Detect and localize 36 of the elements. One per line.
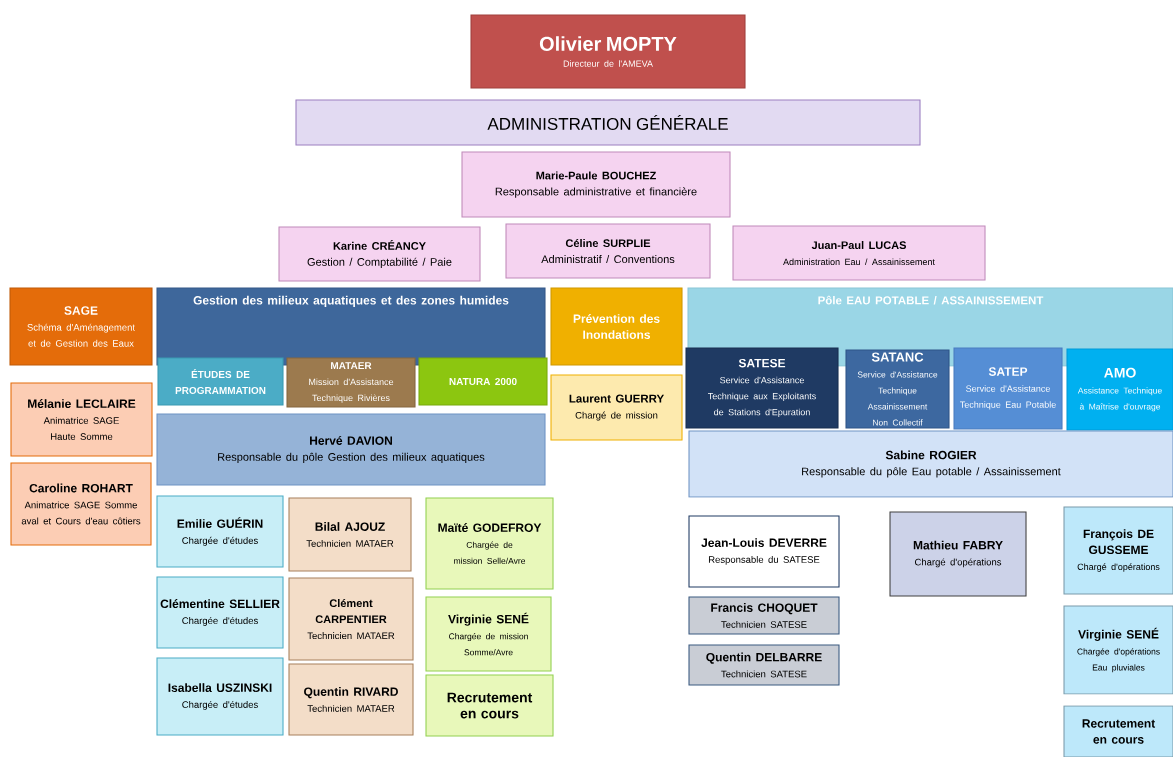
org-box: NATURA 2000 <box>418 357 548 406</box>
org-box: Caroline ROHART Animatrice SAGE Somme aval et Cours d'eau côtiers <box>10 462 152 546</box>
org-box: Clémentine SELLIER Chargée d'études <box>156 576 284 649</box>
org-box: Prévention des Inondations <box>550 287 683 366</box>
org-box: ÉTUDES DE PROGRAMMATION <box>157 357 284 406</box>
org-box: Virginie SENÉ Chargée de mission Somme/Avre <box>425 596 552 672</box>
org-box: Marie-Paule BOUCHEZ Responsable administrative et financière <box>461 151 731 218</box>
org-box: ADMINISTRATION GÉNÉRALE <box>295 99 921 146</box>
org-box: Sabine ROGIER Responsable du pôle Eau potable / Assainissement <box>688 430 1173 498</box>
org-box: Bilal AJOUZ Technicien MATAER <box>288 497 412 572</box>
org-box: Quentin RIVARD Technicien MATAER <box>288 663 414 736</box>
org-box: SAGE Schéma d'Aménagement et de Gestion des Eaux <box>9 287 153 366</box>
org-box: Laurent GUERRY Chargé de mission <box>550 374 683 441</box>
org-box: Karine CRÉANCY Gestion / Comptabilité / Paie <box>278 226 481 282</box>
org-box: Maïté GODEFROY Chargée de mission Selle/Avre <box>425 497 554 590</box>
org-box: SATESE Service d'Assistance Technique aux Exploitants de Stations d'Epuration <box>685 347 839 429</box>
org-box: Olivier MOPTY Directeur de l'AMEVA <box>470 14 746 89</box>
org-box: MATAER Mission d'Assistance Technique Rivières <box>286 357 416 408</box>
org-box: SATEP Service d'Assistance Technique Eau Potable <box>953 347 1063 430</box>
org-box: Clément CARPENTIER Technicien MATAER <box>288 577 414 661</box>
org-box: SATANC Service d'Assistance Technique Assainissement Non Collectif <box>845 349 950 429</box>
org-box: François DE GUSSEME Chargé d'opérations <box>1063 506 1173 595</box>
org-box: Mélanie LECLAIRE Animatrice SAGE Haute Somme <box>10 382 153 457</box>
org-box: Recrutement en cours <box>425 674 554 737</box>
org-box: Hervé DAVION Responsable du pôle Gestion des milieux aquatiques <box>156 413 546 486</box>
org-box: Juan-Paul LUCAS Administration Eau / Assainissement <box>732 225 986 281</box>
org-box: Francis CHOQUET Technicien SATESE <box>688 596 840 635</box>
org-box: Isabella USZINSKI Chargée d'études <box>156 657 284 736</box>
org-box: AMO Assistance Technique à Maîtrise d'ouvrage <box>1066 348 1173 431</box>
org-box: Emilie GUÉRIN Chargée d'études <box>156 495 284 568</box>
org-box: Quentin DELBARRE Technicien SATESE <box>688 644 840 686</box>
org-box: Mathieu FABRY Chargé d'opérations <box>889 511 1027 597</box>
org-box: Recrutement en cours <box>1063 705 1173 757</box>
org-box: Virginie SENÉ Chargée d'opérations Eau pluviales <box>1063 605 1173 695</box>
org-box: Jean-Louis DEVERRE Responsable du SATESE <box>688 515 840 588</box>
org-box: Céline SURPLIE Administratif / Conventions <box>505 223 711 279</box>
